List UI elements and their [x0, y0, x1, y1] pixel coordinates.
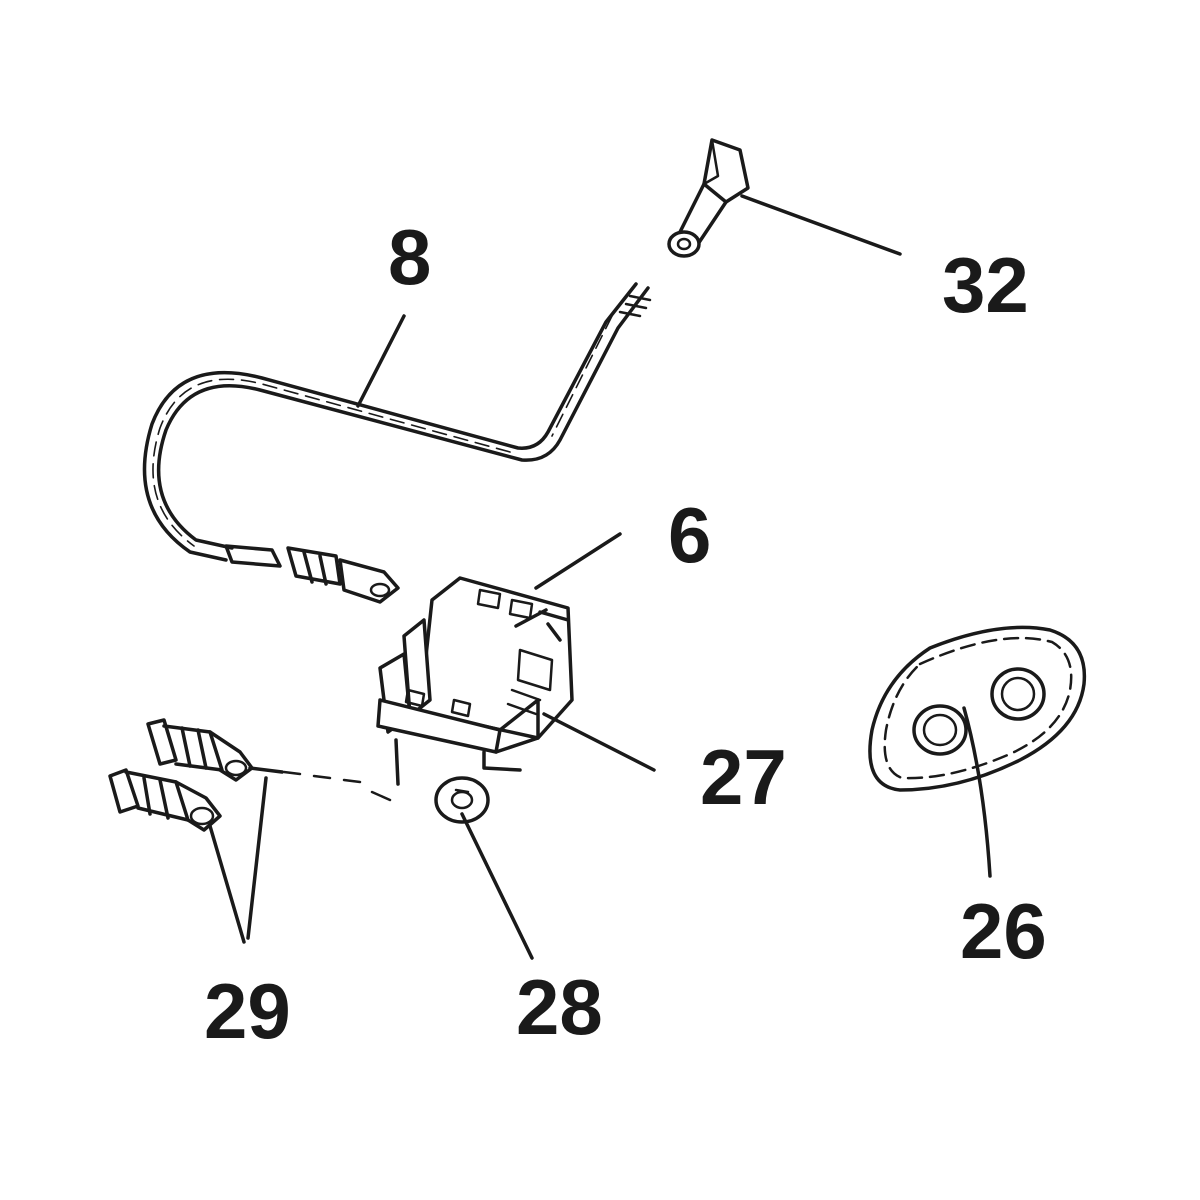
part-label-29: 29	[204, 967, 291, 1055]
part-label-27: 27	[700, 733, 787, 821]
part-label-8: 8	[388, 213, 432, 301]
part-6-switch	[376, 576, 574, 786]
part-label-32: 32	[942, 241, 1029, 329]
leader-27	[542, 712, 656, 772]
part-28-washer	[434, 776, 490, 824]
part-label-28: 28	[516, 963, 603, 1051]
part-26-grommet	[868, 625, 1087, 792]
leader-32	[740, 194, 902, 256]
part-32-fitting	[667, 138, 750, 258]
part-8-tube	[142, 282, 652, 604]
part-label-6: 6	[668, 491, 712, 579]
leader-29	[208, 776, 268, 944]
part-label-26: 26	[960, 887, 1047, 975]
part-29-connectors	[108, 718, 284, 832]
leader-6	[534, 532, 622, 590]
assembly-dashes	[282, 770, 392, 802]
leader-28	[460, 812, 534, 960]
leader-26	[962, 706, 992, 878]
leader-8	[356, 314, 406, 408]
